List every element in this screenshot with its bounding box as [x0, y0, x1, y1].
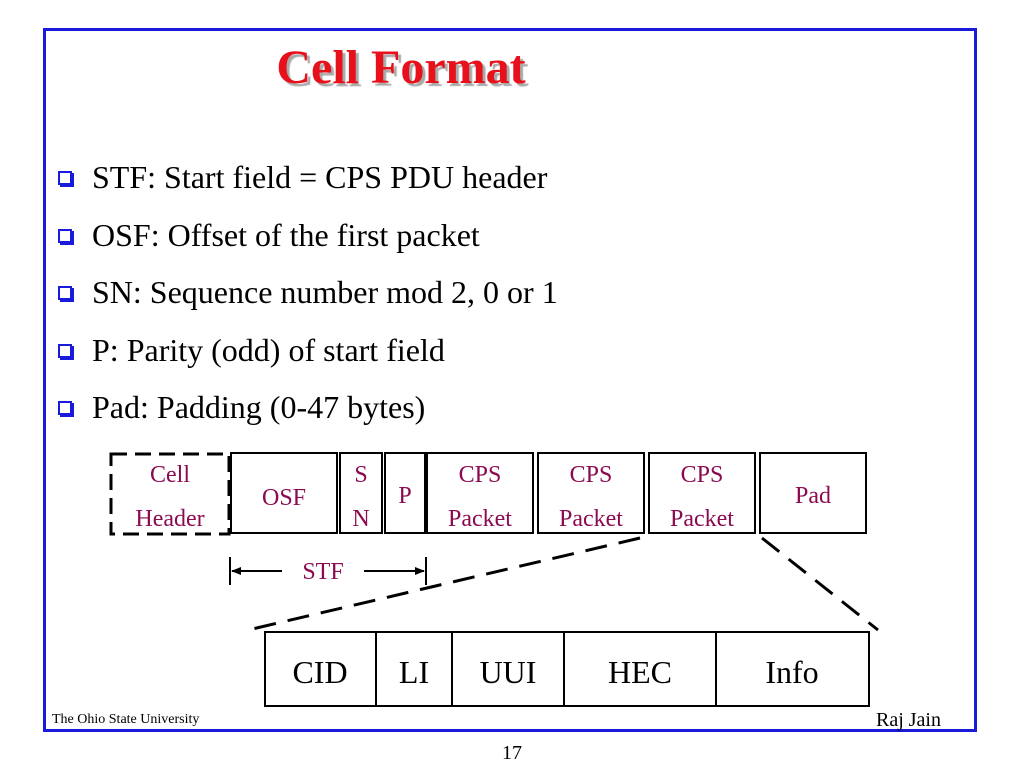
bullet-list: STF: Start field = CPS PDU header OSF: O… — [58, 156, 558, 444]
checkbox-bullet-icon — [58, 286, 72, 300]
cell-header-label-line2: Header — [135, 506, 204, 532]
cps-packet-1-box — [426, 452, 534, 534]
uui-label: UUI — [480, 654, 537, 690]
bullet-text: STF: Start field = CPS PDU header — [92, 159, 548, 195]
bullet-text: SN: Sequence number mod 2, 0 or 1 — [92, 274, 558, 310]
p-box — [384, 452, 426, 534]
pad-label: Pad — [795, 483, 831, 509]
osf-box — [230, 452, 338, 534]
page-number: 17 — [502, 742, 522, 764]
osf-label: OSF — [262, 485, 306, 511]
sn-label-line1: S — [354, 462, 367, 488]
stf-label: STF — [302, 559, 343, 585]
bullet-text: Pad: Padding (0-47 bytes) — [92, 389, 426, 425]
bullet-item: OSF: Offset of the first packet — [58, 214, 558, 272]
footer-institution: The Ohio State University — [52, 712, 200, 727]
bullet-item: Pad: Padding (0-47 bytes) — [58, 386, 558, 444]
slide-title: Cell Format — [276, 41, 526, 94]
pad-box — [759, 452, 867, 534]
cid-label: CID — [292, 654, 347, 690]
cell-header-label-line1: Cell — [150, 462, 190, 488]
bullet-item: STF: Start field = CPS PDU header — [58, 156, 558, 214]
cps-packet-2-line2: Packet — [559, 506, 623, 532]
cps-packet-3-box — [648, 452, 756, 534]
checkbox-bullet-icon — [58, 401, 72, 415]
sn-box — [339, 452, 383, 534]
slide-frame — [43, 28, 977, 732]
sn-label-line2: N — [352, 506, 369, 532]
p-label: P — [398, 483, 411, 509]
bullet-text: P: Parity (odd) of start field — [92, 331, 445, 368]
bullet-item: SN: Sequence number mod 2, 0 or 1 — [58, 271, 558, 329]
cps-packet-3-line2: Packet — [670, 506, 734, 532]
checkbox-bullet-icon — [58, 171, 72, 185]
checkbox-bullet-icon — [58, 228, 72, 243]
cell-header-box — [109, 452, 231, 536]
cps-packet-2-line1: CPS — [570, 462, 613, 488]
info-label: Info — [765, 654, 818, 690]
expansion-line-right — [761, 536, 879, 632]
li-label: LI — [399, 654, 429, 690]
hec-label: HEC — [608, 654, 672, 690]
bullet-item: P: Parity (odd) of start field — [58, 329, 558, 387]
cps-packet-1-line1: CPS — [459, 462, 502, 488]
bullet-text: OSF: Offset of the first packet — [92, 216, 480, 253]
cps-packet-3-line1: CPS — [681, 462, 724, 488]
footer-author: Raj Jain — [876, 709, 941, 731]
checkbox-bullet-icon — [58, 343, 72, 358]
cps-packet-1-line2: Packet — [448, 506, 512, 532]
info-box — [715, 631, 870, 707]
cps-packet-2-box — [537, 452, 645, 534]
